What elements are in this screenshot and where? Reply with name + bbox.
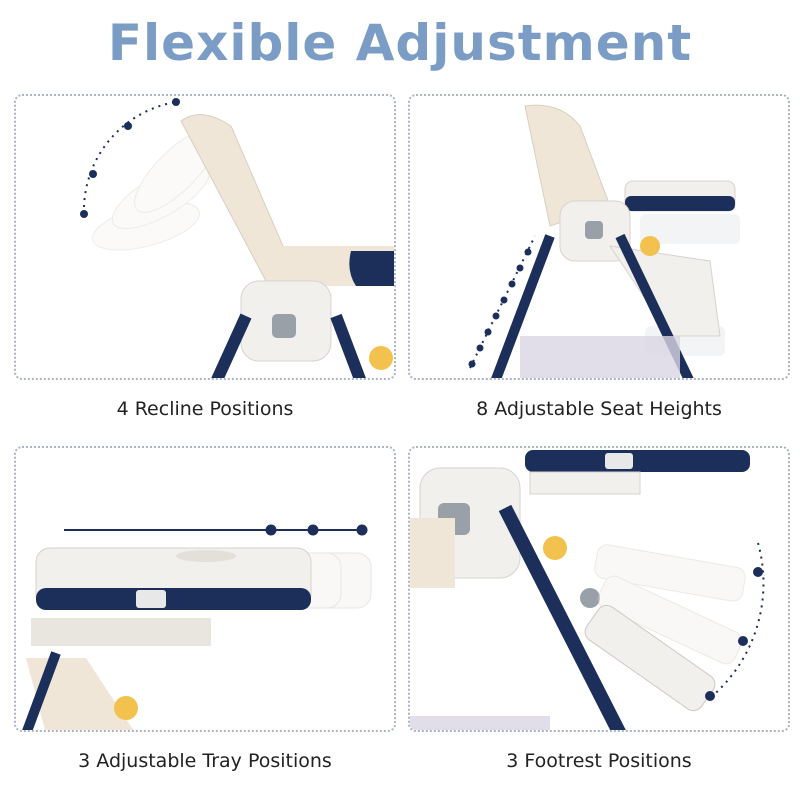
- footrest-arc: [709, 542, 765, 699]
- footrest-dot-2: [738, 636, 748, 646]
- recline-caption: 4 Recline Positions: [116, 398, 294, 420]
- recline-illustration: [80, 98, 394, 378]
- recline-dot-3: [124, 122, 132, 130]
- page-title: Flexible Adjustment: [107, 14, 693, 72]
- backrest: [524, 104, 611, 227]
- tray-dot-2: [307, 524, 319, 536]
- tray-dot-3: [356, 524, 368, 536]
- tray-edge: [349, 251, 394, 286]
- tray-edge: [36, 588, 311, 610]
- height-dots: [468, 248, 532, 368]
- tray-panel: [14, 446, 396, 732]
- footrest-illustration: [410, 450, 765, 730]
- footrest-dot-3: [705, 691, 715, 701]
- tray-illustration: [22, 524, 372, 730]
- seat-height-illustration: [468, 104, 740, 378]
- tray-edge: [625, 196, 735, 211]
- footrest-caption: 3 Footrest Positions: [506, 750, 692, 772]
- recline-panel: [14, 94, 396, 380]
- footrest-panel: [408, 446, 790, 732]
- tray-edge: [525, 450, 750, 472]
- recline-button: [272, 314, 296, 338]
- recline-dot-1: [80, 210, 88, 218]
- storage-basket: [520, 336, 680, 378]
- tray-dot-1: [265, 524, 277, 536]
- seat-height-caption: 8 Adjustable Seat Heights: [476, 398, 722, 420]
- recline-dot-4: [172, 98, 180, 106]
- seat-height-panel: [408, 94, 790, 380]
- footrest-dot-1: [753, 567, 763, 577]
- recline-dot-2: [89, 170, 97, 178]
- tray-caption: 3 Adjustable Tray Positions: [78, 750, 332, 772]
